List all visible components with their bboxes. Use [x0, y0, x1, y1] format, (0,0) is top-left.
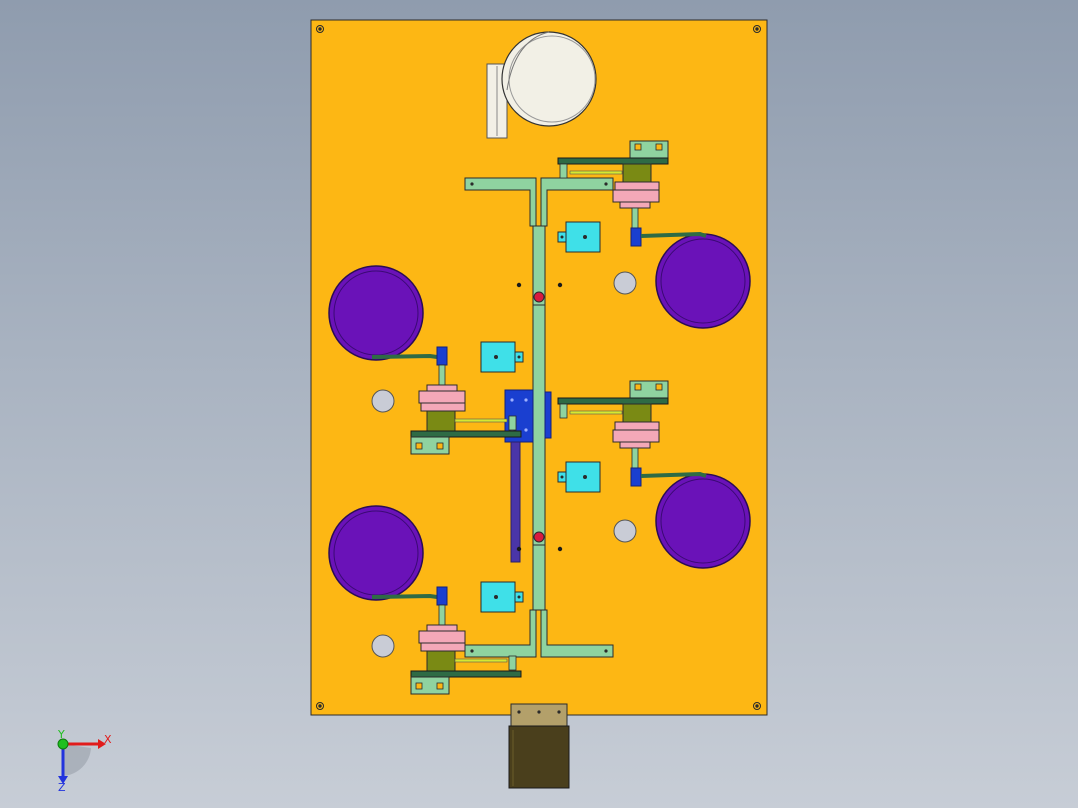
- corner-screw: [316, 25, 324, 33]
- support-bar: [410, 670, 522, 678]
- mounting-holes-small: [516, 282, 563, 552]
- corner-screw: [753, 702, 761, 710]
- profile-bracket: [410, 436, 450, 455]
- gripper-arm: [371, 353, 438, 359]
- stand-mount-plate: [510, 703, 568, 727]
- corner-screw: [316, 702, 324, 710]
- locating-holes: [371, 271, 637, 658]
- support-bar: [410, 430, 522, 438]
- sensor-block-right-bottom[interactable]: [557, 461, 601, 493]
- linear-guide-rod: [510, 441, 521, 563]
- rail-stop-top: [533, 291, 545, 303]
- cylinder-flange: [614, 421, 660, 431]
- central-rail-bar: [532, 225, 546, 611]
- support-bar: [557, 157, 669, 165]
- sensor-block-left-top[interactable]: [480, 341, 524, 373]
- gripper-clamp: [630, 227, 642, 247]
- corner-screws: [316, 25, 761, 710]
- piston-rod: [454, 418, 508, 423]
- cylinder-flange: [614, 181, 660, 191]
- actuator-left-top[interactable]: [371, 346, 522, 455]
- blower-fan[interactable]: [486, 31, 597, 139]
- sensor-block-right-top[interactable]: [557, 221, 601, 253]
- stand-column: [508, 725, 570, 789]
- z-axis-label: Z: [58, 781, 66, 794]
- top-rail-left[interactable]: [464, 177, 537, 227]
- top-rail-right[interactable]: [540, 177, 614, 227]
- support-bar: [557, 397, 669, 405]
- gripper-clamp: [436, 346, 448, 366]
- cylinder-body: [622, 403, 652, 423]
- axis-triad: X Y Z: [57, 728, 112, 794]
- actuator-right-top[interactable]: [557, 140, 707, 247]
- piston-rod: [569, 410, 623, 415]
- purple-disc-bottom-right[interactable]: [655, 473, 751, 569]
- bottom-rail-right[interactable]: [540, 609, 614, 658]
- bottom-rail-left[interactable]: [464, 609, 537, 658]
- cylinder-body: [426, 650, 456, 672]
- rail-stop-bottom: [533, 531, 545, 543]
- gripper-clamp: [436, 586, 448, 606]
- actuator-right-bottom[interactable]: [557, 380, 707, 487]
- x-axis-label: X: [104, 733, 112, 746]
- cylinder-body: [622, 163, 652, 183]
- cylinder-body: [426, 410, 456, 432]
- profile-bracket: [410, 676, 450, 695]
- gripper-arm: [371, 593, 438, 599]
- corner-screw: [753, 25, 761, 33]
- piston-rod: [569, 170, 623, 175]
- cylinder-flange: [420, 402, 466, 412]
- gripper-arm: [640, 471, 707, 478]
- piston-rod: [454, 658, 508, 663]
- y-axis-arrow: [57, 738, 69, 750]
- gripper-arm: [640, 231, 707, 238]
- y-axis-label: Y: [57, 728, 65, 741]
- purple-disc-top-left[interactable]: [328, 265, 424, 361]
- cylinder-flange: [420, 642, 466, 652]
- purple-disc-bottom-left[interactable]: [328, 505, 424, 601]
- sensor-block-left-bottom[interactable]: [480, 581, 524, 613]
- actuator-left-bottom[interactable]: [371, 586, 522, 695]
- bottom-stand[interactable]: [508, 703, 570, 789]
- blower-housing: [501, 31, 597, 127]
- central-rail[interactable]: [532, 225, 546, 611]
- gripper-clamp: [630, 467, 642, 487]
- purple-disc-top-right[interactable]: [655, 233, 751, 329]
